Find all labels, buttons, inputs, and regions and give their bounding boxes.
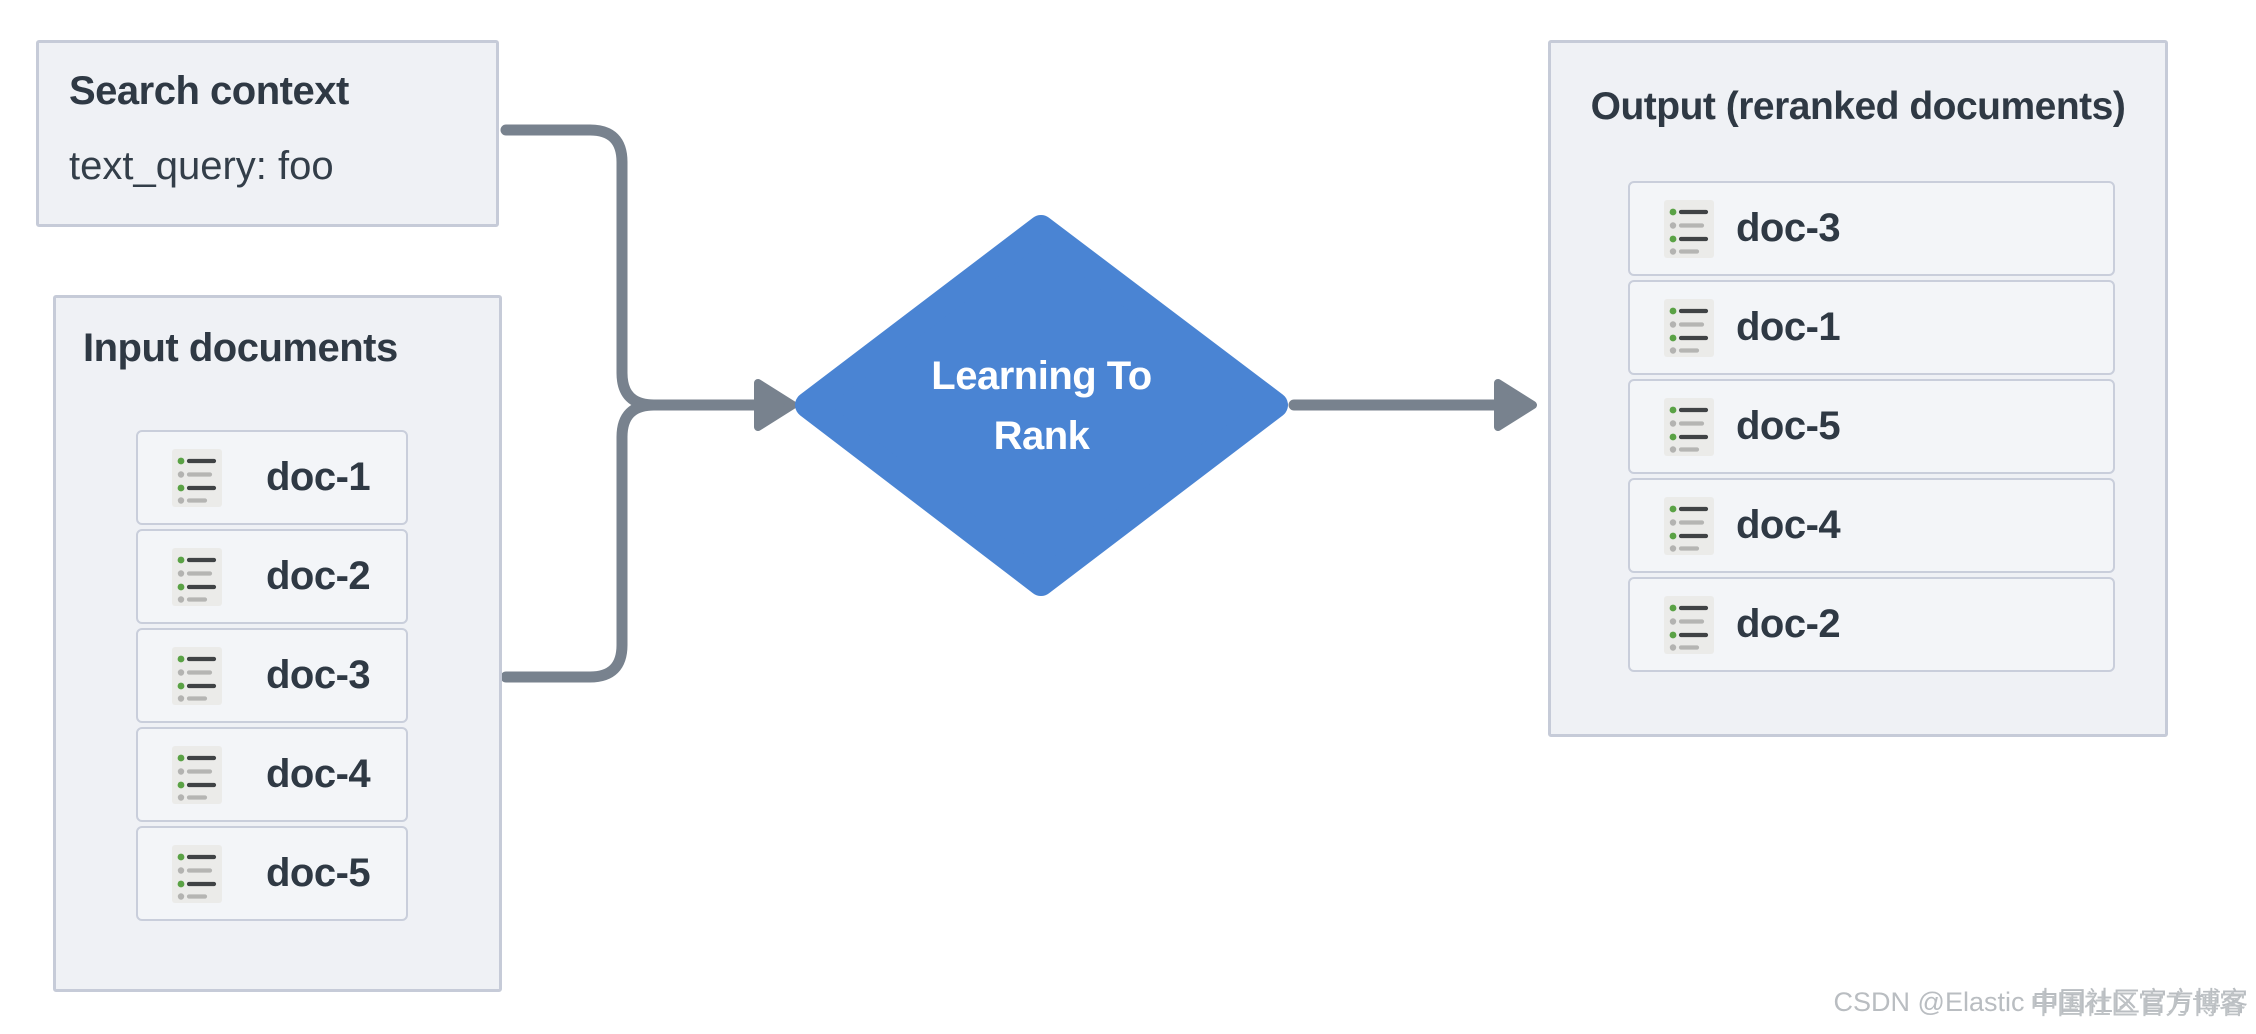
document-list-icon xyxy=(1664,397,1714,456)
search-query-value: text_query: foo xyxy=(69,144,334,188)
document-label: doc-3 xyxy=(1736,206,1841,250)
connector-docs-to-ltr xyxy=(500,399,660,683)
output-documents-title: Output (reranked documents) xyxy=(1590,85,2126,128)
document-row: doc-3 xyxy=(136,628,408,723)
document-label: doc-2 xyxy=(1736,602,1841,646)
document-label: doc-1 xyxy=(266,455,371,499)
document-row: doc-4 xyxy=(1628,478,2115,573)
document-row: doc-4 xyxy=(136,727,408,822)
document-label: doc-1 xyxy=(1736,305,1841,349)
input-documents-title: Input documents xyxy=(83,326,398,370)
document-label: doc-5 xyxy=(266,851,371,895)
output-documents-panel: Output (reranked documents) xyxy=(1548,40,2168,737)
document-row: doc-1 xyxy=(1628,280,2115,375)
document-list-icon xyxy=(172,448,222,507)
connector-search-to-ltr xyxy=(500,124,764,411)
document-list-icon xyxy=(1664,595,1714,654)
document-label: doc-4 xyxy=(266,752,371,796)
csdn-watermark: CSDN @Elastic 中国社区官方博客 中国社区官方博客 xyxy=(1833,980,2248,1020)
document-label: doc-2 xyxy=(266,554,371,598)
document-row: doc-2 xyxy=(1628,577,2115,672)
watermark-ghost-text: 中国社区官方博客 xyxy=(2030,990,2246,1020)
document-list-icon xyxy=(1664,199,1714,258)
document-list-icon xyxy=(172,547,222,606)
input-documents-list: doc-1 doc-2 xyxy=(136,430,408,921)
document-row: doc-3 xyxy=(1628,181,2115,276)
document-list-icon xyxy=(172,844,222,903)
document-label: doc-3 xyxy=(266,653,371,697)
arrowhead-into-output-icon xyxy=(1494,379,1537,431)
watermark-text: CSDN @Elastic 中国社区官方博客 xyxy=(1833,987,2248,1017)
input-documents-panel: Input documents doc-1 xyxy=(53,295,502,992)
document-row: doc-1 xyxy=(136,430,408,525)
document-list-icon xyxy=(1664,496,1714,555)
search-context-panel: Search context text_query: foo xyxy=(36,40,499,227)
document-list-icon xyxy=(1664,298,1714,357)
document-row: doc-2 xyxy=(136,529,408,624)
ltr-label-line2: Rank xyxy=(993,413,1090,458)
document-label: doc-5 xyxy=(1736,404,1841,448)
search-context-title: Search context xyxy=(69,69,349,113)
document-label: doc-4 xyxy=(1736,503,1841,547)
arrowhead-into-ltr-icon xyxy=(754,379,797,431)
document-list-icon xyxy=(172,646,222,705)
document-row: doc-5 xyxy=(136,826,408,921)
ltr-diamond-label: Learning To Rank xyxy=(808,228,1275,583)
ltr-label-line1: Learning To xyxy=(931,353,1152,398)
document-row: doc-5 xyxy=(1628,379,2115,474)
output-documents-list: doc-3 doc-1 xyxy=(1628,181,2115,672)
document-list-icon xyxy=(172,745,222,804)
